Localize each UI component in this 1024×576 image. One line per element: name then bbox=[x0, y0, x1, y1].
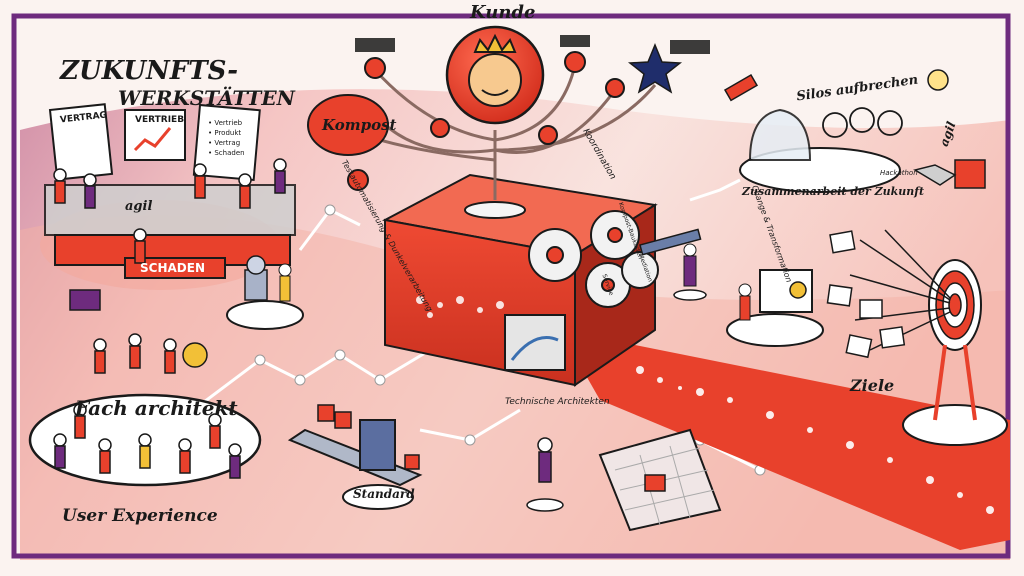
hackathon-label: Hackathon bbox=[880, 169, 918, 177]
standard-conveyor bbox=[287, 404, 423, 510]
ziele-target bbox=[902, 259, 1008, 446]
agil-track-label: agil bbox=[125, 199, 153, 214]
flip-line-1: • Vertrieb bbox=[208, 119, 243, 127]
robot-platform bbox=[226, 300, 304, 330]
kompost-label: Kompost bbox=[322, 116, 397, 134]
kompost-balloon bbox=[307, 94, 389, 156]
love-sign bbox=[954, 159, 986, 189]
kunde-label: Kunde bbox=[470, 2, 536, 23]
flip-line-2: • Produkt bbox=[208, 129, 242, 137]
kunde-arms bbox=[349, 64, 657, 200]
title-line-1: ZUKUNFTS- bbox=[60, 56, 239, 86]
tech-arch-scene bbox=[526, 428, 722, 532]
ziele-label: Ziele bbox=[850, 376, 895, 395]
gears bbox=[528, 210, 659, 308]
crown-icon bbox=[473, 33, 517, 53]
title-line-2: WERKSTÄTTEN bbox=[118, 86, 295, 110]
doc-vertrieb: VERTRIEB bbox=[135, 115, 185, 125]
silos-scene bbox=[723, 69, 986, 193]
change-scene bbox=[673, 243, 824, 347]
tech-architekten-label: Technische Architekten bbox=[505, 397, 610, 407]
fach-architekt-label: Fach architekt bbox=[75, 396, 238, 420]
lightbulb-icon bbox=[927, 69, 949, 91]
frame-border bbox=[11, 13, 1011, 559]
standard-label: Standard bbox=[353, 487, 415, 501]
hammer-icon bbox=[723, 73, 759, 102]
schaden-label: SCHADEN bbox=[140, 261, 205, 275]
red-carpet bbox=[560, 330, 1010, 550]
flip-line-3: • Vertrag bbox=[208, 139, 241, 147]
user-experience-label: User Experience bbox=[62, 506, 218, 526]
zusammenarbeit-label: Zusammenarbeit der Zukunft bbox=[742, 185, 925, 198]
star-icon bbox=[627, 43, 683, 94]
flip-line-4: • Schaden bbox=[208, 149, 245, 157]
